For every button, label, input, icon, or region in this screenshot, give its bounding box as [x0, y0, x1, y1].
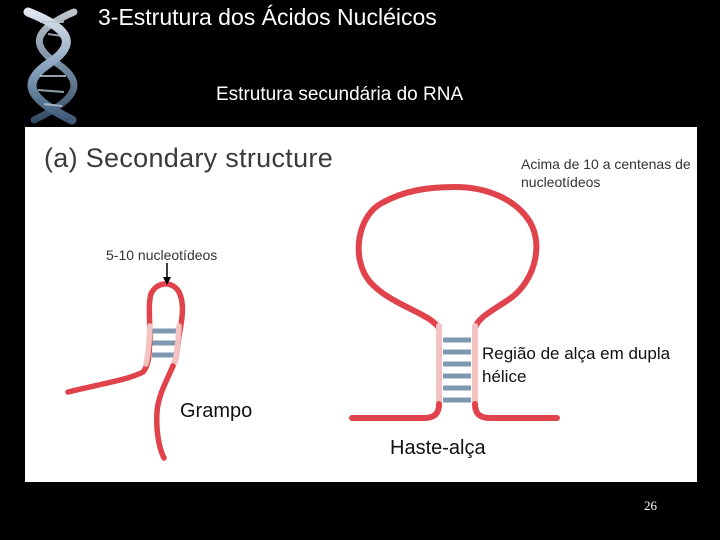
helix-region-label: Região de alça em dupla hélice — [482, 344, 671, 386]
dna-helix-icon — [23, 7, 78, 125]
slide-subtitle: Estrutura secundária do RNA — [216, 84, 464, 105]
loop-size-label: Acima de 10 a centenas de nucleotídeos — [521, 156, 691, 190]
hairpin-size-label: 5-10 nucleotídeos — [106, 247, 218, 263]
stem-loop-left-tail — [349, 401, 442, 421]
stem-loop-base-pairs — [443, 337, 471, 403]
stem-loop-large-loop — [355, 183, 540, 331]
slide-title: 3-Estrutura dos Ácidos Nucléicos — [98, 4, 437, 30]
hairpin-left-strand — [65, 291, 154, 395]
stem-loop-structure — [349, 183, 560, 421]
figure-heading: (a) Secondary structure — [44, 143, 334, 173]
hairpin-structure — [65, 281, 186, 461]
page-number: 26 — [644, 498, 657, 513]
hairpin-label: Grampo — [180, 400, 253, 422]
hairpin-base-pairs — [152, 328, 177, 358]
hairpin-paired-region-right — [171, 323, 182, 367]
stem-loop-label: Haste-alça — [390, 437, 486, 459]
figure-panel — [25, 127, 697, 482]
hairpin-tail-strand — [154, 363, 176, 461]
stem-loop-right-tail — [472, 401, 560, 421]
arrow-down-icon — [163, 263, 171, 285]
hairpin-paired-region — [143, 323, 153, 367]
